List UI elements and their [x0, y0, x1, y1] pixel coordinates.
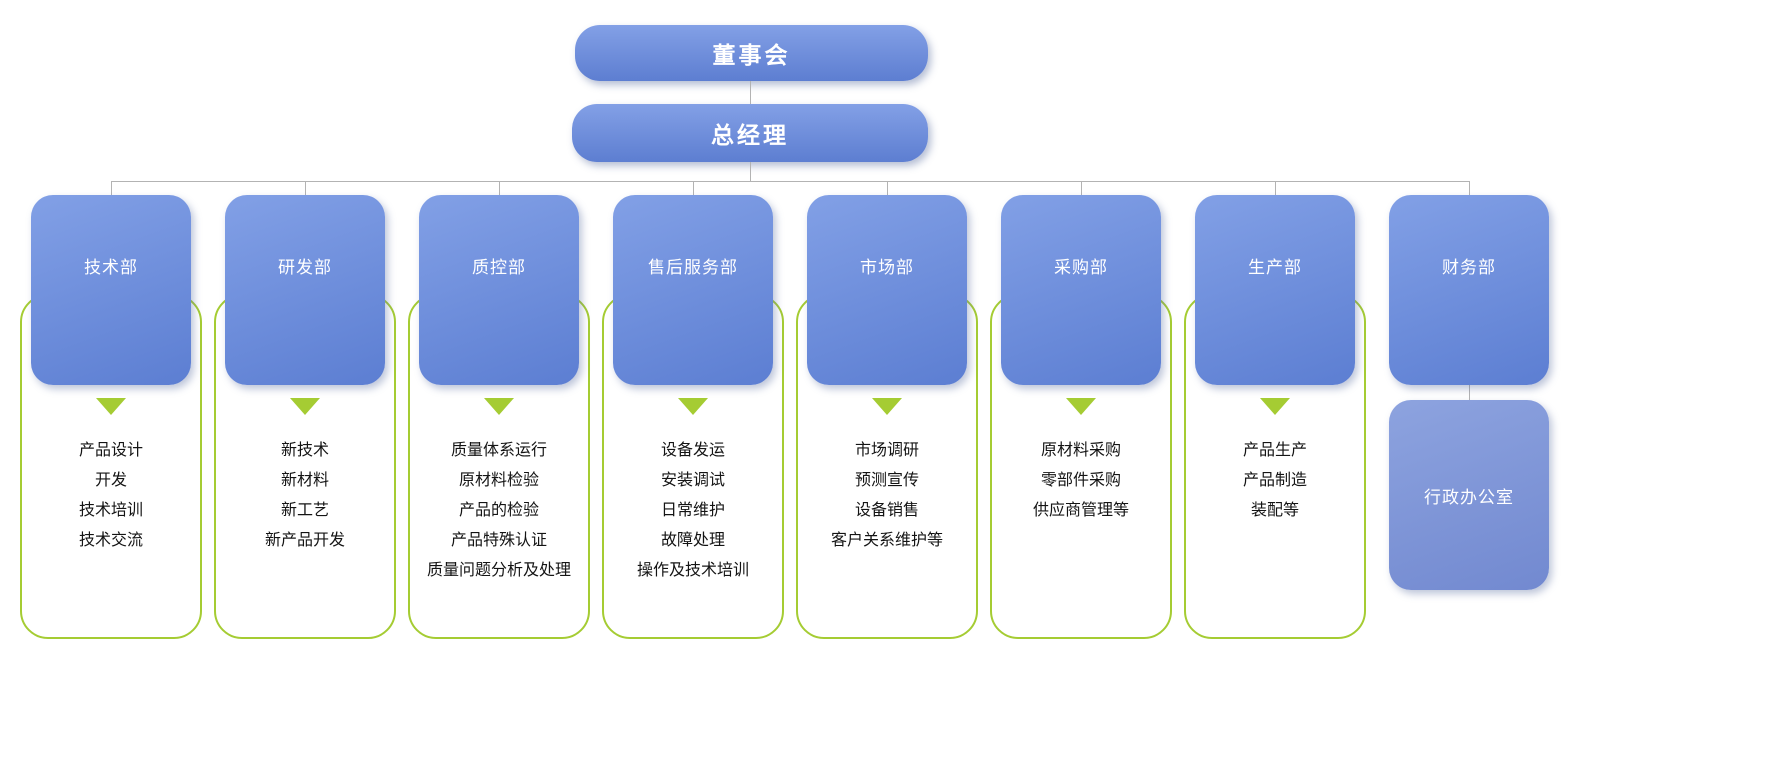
board-node: 董事会: [575, 25, 928, 81]
dept-item: 产品的检验: [458, 502, 539, 519]
general-manager-node: 总经理: [572, 104, 928, 162]
dept-item: 日常维护: [660, 502, 725, 519]
dept-item: 设备销售: [854, 502, 919, 519]
dept-column-production: 生产部 产品生产 产品制造 装配等: [1184, 181, 1366, 639]
down-arrow-icon: [678, 398, 708, 415]
dept-item: 产品特殊认证: [450, 532, 547, 549]
connector-line: [110, 181, 112, 195]
departments-row: 技术部 产品设计 开发 技术培训 技术交流 研发部 新技术 新材料 新工艺 新产…: [20, 181, 1560, 639]
dept-column-tech: 技术部 产品设计 开发 技术培训 技术交流: [20, 181, 202, 639]
dept-item: 新产品开发: [264, 532, 345, 549]
connector-line: [111, 181, 1469, 182]
dept-item: 故障处理: [660, 532, 725, 549]
dept-item: 质量问题分析及处理: [426, 562, 571, 579]
dept-item: 零部件采购: [1040, 472, 1121, 489]
connector-line: [1274, 181, 1276, 195]
dept-items: 市场调研 预测宣传 设备销售 客户关系维护等: [796, 436, 978, 556]
dept-items: 设备发运 安装调试 日常维护 故障处理 操作及技术培训: [602, 436, 784, 586]
dept-item: 新工艺: [280, 502, 329, 519]
dept-item: 产品制造: [1242, 472, 1307, 489]
dept-items: 产品设计 开发 技术培训 技术交流: [20, 436, 202, 556]
dept-items: 新技术 新材料 新工艺 新产品开发: [214, 436, 396, 556]
dept-column-qc: 质控部 质量体系运行 原材料检验 产品的检验 产品特殊认证 质量问题分析及处理: [408, 181, 590, 639]
dept-item: 技术交流: [78, 532, 143, 549]
dept-node: 生产部: [1195, 195, 1355, 385]
dept-item: 操作及技术培训: [636, 562, 749, 579]
admin-office-node: 行政办公室: [1389, 400, 1549, 590]
dept-item: 设备发运: [660, 442, 725, 459]
dept-item: 新技术: [280, 442, 329, 459]
down-arrow-icon: [484, 398, 514, 415]
dept-item: 装配等: [1250, 502, 1299, 519]
dept-item: 市场调研: [854, 442, 919, 459]
connector-line: [692, 181, 694, 195]
dept-node: 技术部: [31, 195, 191, 385]
connector-line: [1080, 181, 1082, 195]
dept-items: 质量体系运行 原材料检验 产品的检验 产品特殊认证 质量问题分析及处理: [408, 436, 590, 586]
dept-item: 产品生产: [1242, 442, 1307, 459]
dept-item: 新材料: [280, 472, 329, 489]
down-arrow-icon: [290, 398, 320, 415]
dept-column-finance: 财务部 行政办公室: [1378, 181, 1560, 639]
down-arrow-icon: [1066, 398, 1096, 415]
connector-line: [886, 181, 888, 195]
dept-node: 研发部: [225, 195, 385, 385]
dept-node: 财务部: [1389, 195, 1549, 385]
dept-item: 原材料采购: [1040, 442, 1121, 459]
connector-line: [1468, 385, 1470, 400]
dept-item: 技术培训: [78, 502, 143, 519]
connector-line: [750, 162, 751, 181]
dept-column-purchasing: 采购部 原材料采购 零部件采购 供应商管理等: [990, 181, 1172, 639]
dept-item: 客户关系维护等: [830, 532, 943, 549]
dept-node: 售后服务部: [613, 195, 773, 385]
connector-line: [304, 181, 306, 195]
down-arrow-icon: [872, 398, 902, 415]
dept-items: 产品生产 产品制造 装配等: [1184, 436, 1366, 526]
dept-node: 采购部: [1001, 195, 1161, 385]
connector-line: [1468, 181, 1470, 195]
dept-column-rnd: 研发部 新技术 新材料 新工艺 新产品开发: [214, 181, 396, 639]
dept-item: 质量体系运行: [450, 442, 547, 459]
dept-column-marketing: 市场部 市场调研 预测宣传 设备销售 客户关系维护等: [796, 181, 978, 639]
dept-column-aftersales: 售后服务部 设备发运 安装调试 日常维护 故障处理 操作及技术培训: [602, 181, 784, 639]
dept-item: 供应商管理等: [1032, 502, 1129, 519]
dept-items: 原材料采购 零部件采购 供应商管理等: [990, 436, 1172, 526]
down-arrow-icon: [96, 398, 126, 415]
down-arrow-icon: [1260, 398, 1290, 415]
connector-line: [750, 81, 751, 104]
dept-item: 安装调试: [660, 472, 725, 489]
dept-node: 质控部: [419, 195, 579, 385]
dept-item: 预测宣传: [854, 472, 919, 489]
dept-item: 开发: [94, 472, 127, 489]
dept-item: 产品设计: [78, 442, 143, 459]
connector-line: [498, 181, 500, 195]
dept-item: 原材料检验: [458, 472, 539, 489]
dept-node: 市场部: [807, 195, 967, 385]
